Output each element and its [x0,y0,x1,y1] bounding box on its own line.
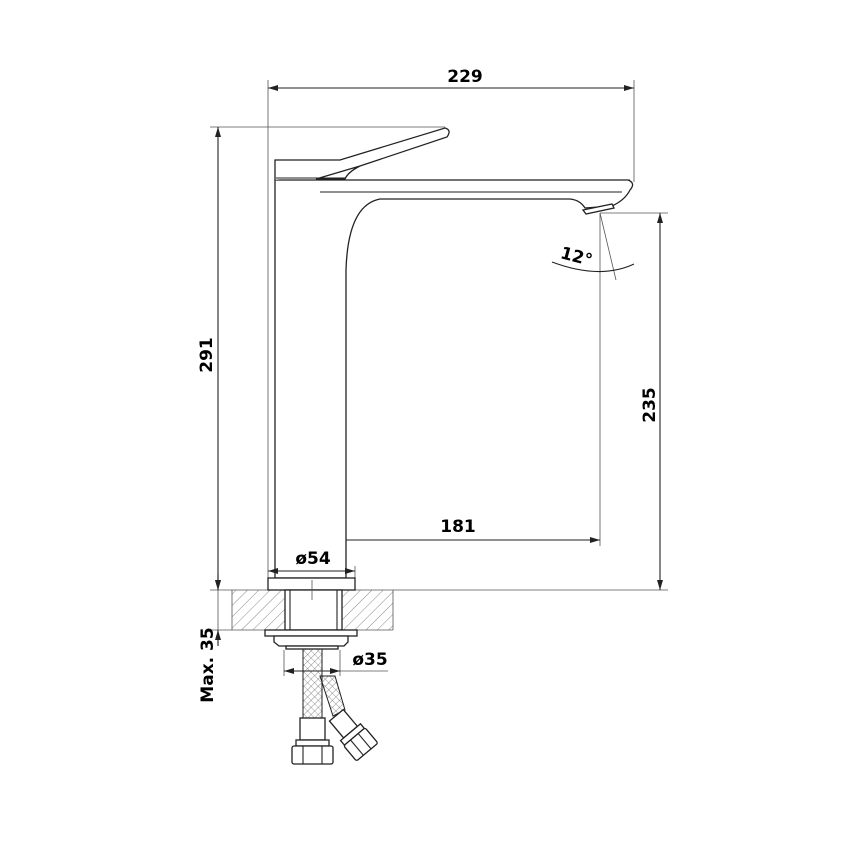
dimension-label: Max. 35 [198,627,218,702]
dimension-max-35: Max. 35 [198,574,221,703]
dimension-label: 235 [640,387,660,423]
countertop-section [231,590,394,631]
dimension-181: 181 [312,517,600,543]
dimension-235: 235 [640,213,663,590]
dimension-label: 181 [440,517,476,537]
dimension-229: 229 [268,67,634,91]
dimension-label: 12° [558,243,594,271]
faucet-body [274,179,634,579]
dimension-o35: ø35 [284,650,388,674]
dimension-291: 291 [197,127,221,590]
label-background [293,549,335,568]
dimension-o54: ø54 [268,549,355,574]
dimension-label: ø54 [295,549,331,569]
aerator [581,203,615,215]
dimension-angle-12: 12° [551,212,635,281]
mounting-hardware [264,577,358,650]
dimension-label: 291 [197,337,217,373]
dimension-label: 229 [447,67,483,87]
lever-handle [274,127,450,180]
dimension-label: ø35 [352,650,387,670]
supply-hoses [291,648,378,765]
